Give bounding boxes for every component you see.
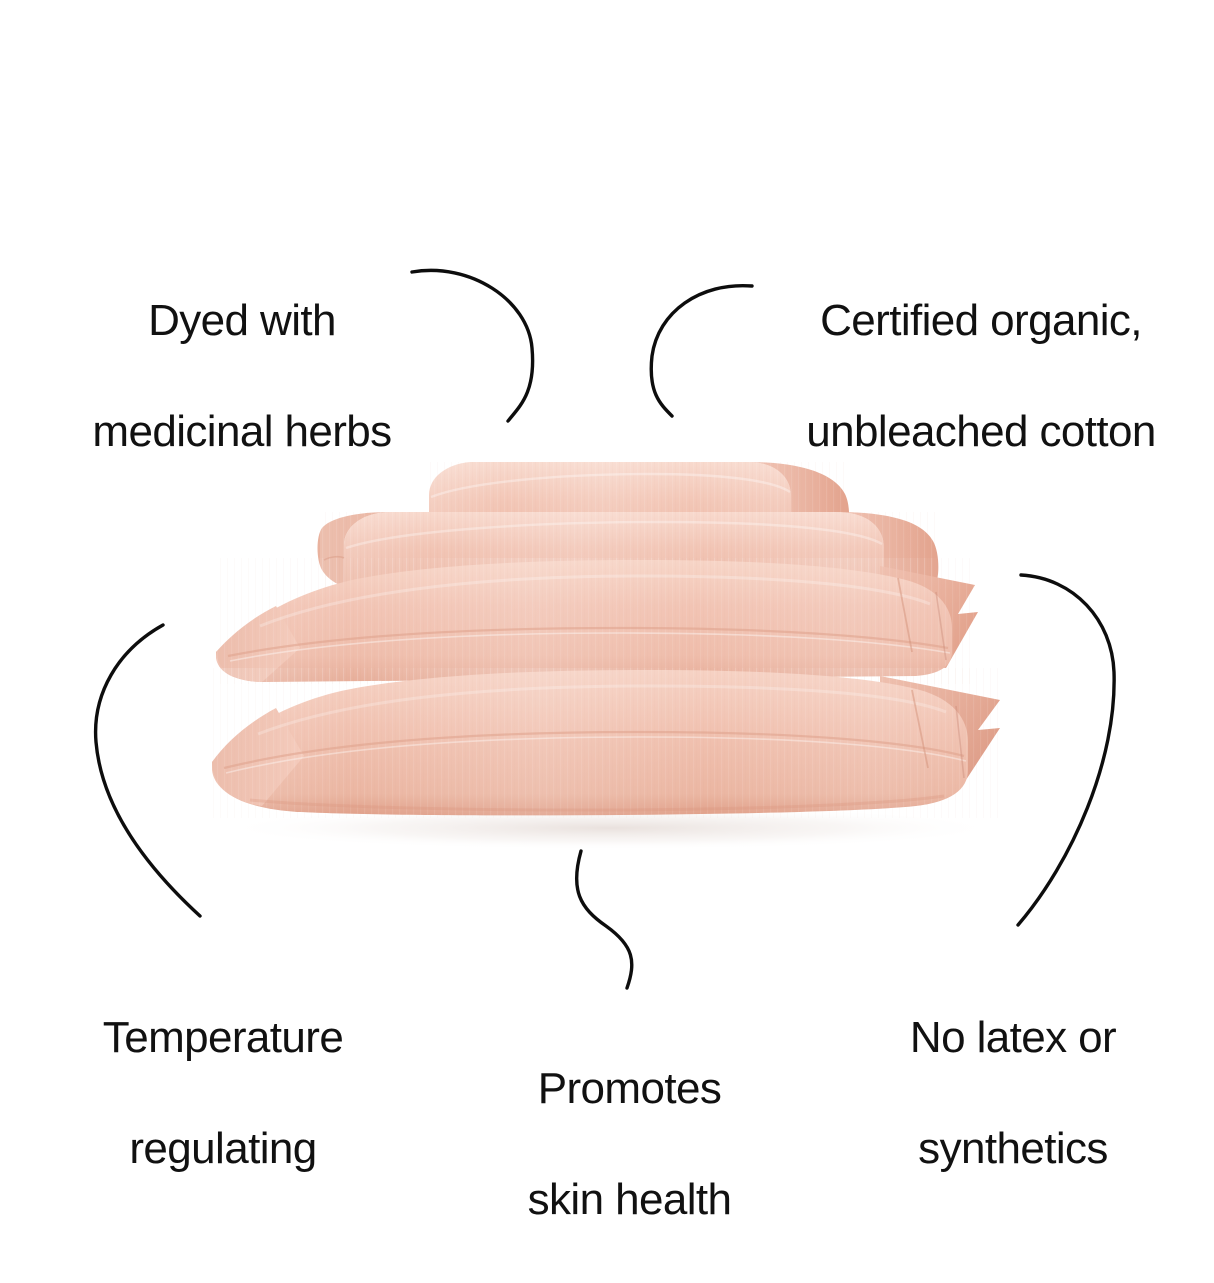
callout-certified-line-2: unbleached cotton [806,407,1156,457]
callout-dyed-line-2: medicinal herbs [92,407,392,457]
lower-pillowcase [210,668,1004,818]
callout-certified-organic-unbleached-cotton: Certified organic, unbleached cotton [782,238,1180,515]
product-image [210,462,1004,850]
callout-latex-line-1: No latex or [909,1013,1117,1063]
callout-illustration-canvas: Dyed with medicinal herbs Certified orga… [72,238,1180,1225]
callout-promotes-line-1: Promotes [537,1064,722,1114]
callout-dyed-line-1: Dyed with [148,296,336,346]
callout-latex-line-2: synthetics [918,1124,1108,1174]
callout-promotes-skin-health: Promotes skin health [512,1006,747,1283]
callout-certified-line-1: Certified organic, [820,296,1142,346]
callout-temperature-line-1: Temperature [102,1013,344,1063]
callout-dyed-with-medicinal-herbs: Dyed with medicinal herbs [72,238,412,515]
upper-pillowcase [214,558,978,684]
callout-temperature-line-2: regulating [129,1124,317,1174]
callout-no-latex-or-synthetics: No latex or synthetics [898,955,1128,1232]
callout-temperature-regulating: Temperature regulating [78,955,368,1232]
callout-promotes-line-2: skin health [527,1175,732,1225]
